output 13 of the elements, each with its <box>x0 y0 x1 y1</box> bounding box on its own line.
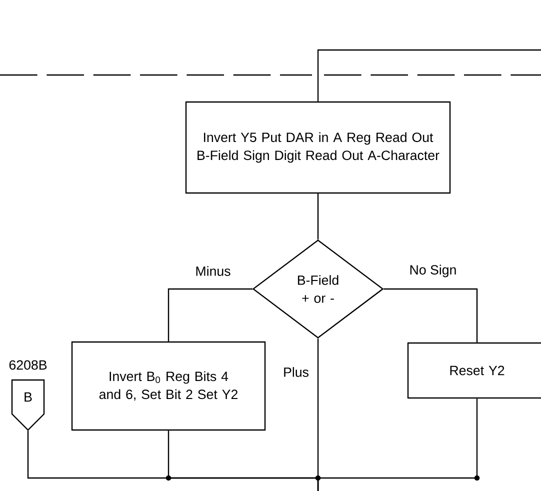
offpage-connector: B <box>11 379 45 431</box>
connector-line <box>317 194 319 240</box>
edge-label: Minus <box>194 264 232 278</box>
connector-line <box>317 49 541 102</box>
edge-label: Plus <box>282 366 310 378</box>
connector-line <box>317 398 478 491</box>
process-box: Reset Y2 <box>407 342 541 399</box>
connector-line <box>384 288 478 342</box>
edge-label: No Sign <box>408 263 458 279</box>
process-box: Invert B$_{0}$ Reg Bits 4 and 6, Set Bit 2 Set Y2 <box>71 341 266 431</box>
connector-line <box>168 288 252 342</box>
process-box: Invert Y5 Put DAR in A Reg Read Out B-Field Sign Digit Read Out A-Character <box>185 101 451 194</box>
connector-label: 6208B <box>9 360 47 370</box>
